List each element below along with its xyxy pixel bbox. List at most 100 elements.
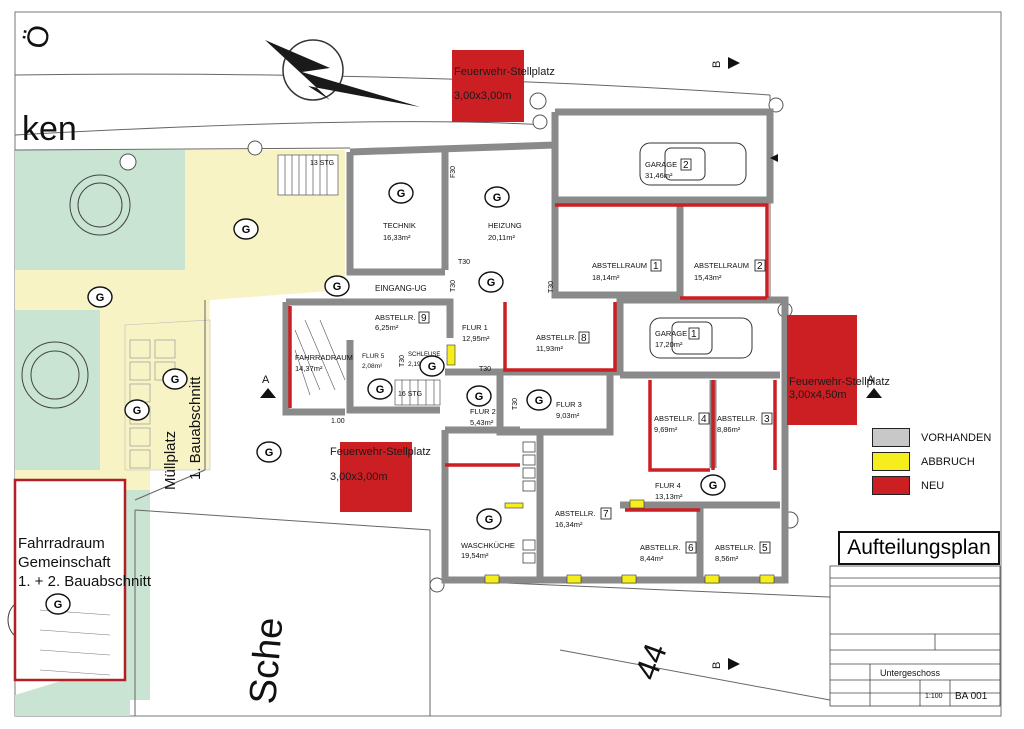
room-name-abstellr-8: ABSTELLR. xyxy=(536,333,576,342)
legend-label-neu: NEU xyxy=(921,480,945,492)
g-marker: G xyxy=(478,271,504,293)
titleblock-number: BA 001 xyxy=(955,691,988,702)
g-marker: G xyxy=(124,399,150,421)
room-area-abstellraum-2: 15,43m² xyxy=(694,273,722,282)
section-b-bottom: B xyxy=(711,662,723,669)
g-marker: G xyxy=(466,385,492,407)
g-marker: G xyxy=(526,389,552,411)
svg-text:G: G xyxy=(333,281,342,293)
door-t30-3: T30 xyxy=(450,280,457,292)
room-name-abstellr-9: ABSTELLR. xyxy=(375,313,415,322)
room-num-abstellr-7: 7 xyxy=(603,509,609,520)
fire-spot-1-label: Feuerwehr-Stellplatz xyxy=(454,66,555,78)
room-area-abstellr-6: 8,44m² xyxy=(640,554,664,563)
room-area-flur-3: 9,03m² xyxy=(556,411,580,420)
svg-text:G: G xyxy=(242,224,251,236)
room-num-abstellr-4: 4 xyxy=(701,414,707,425)
fire-spot-2 xyxy=(787,315,857,425)
room-name-abstellr-3: ABSTELLR. xyxy=(717,414,757,423)
g-marker: G xyxy=(367,378,393,400)
north-arrow-icon xyxy=(265,39,420,107)
door-t30-4: T30 xyxy=(548,281,555,293)
room-area-flur-4: 13,13m² xyxy=(655,492,683,501)
room-name-flur-2: FLUR 2 xyxy=(470,407,496,416)
door-t30-5: T30 xyxy=(399,355,406,367)
svg-text:G: G xyxy=(493,192,502,204)
site-lines xyxy=(14,73,901,716)
g-marker: G xyxy=(233,218,259,240)
bike-shed-line-1: Fahrradraum xyxy=(18,535,105,552)
fire-spot-1 xyxy=(452,50,524,122)
stairs-label-inner: 16 STG xyxy=(398,391,422,398)
bike-shed-outline xyxy=(13,478,127,682)
g-marker: G xyxy=(419,355,445,377)
room-area-technik: 16,33m² xyxy=(383,233,411,242)
fire-spot-2-size: 3,00x4,50m xyxy=(789,389,846,401)
room-name-abstellr-6: ABSTELLR. xyxy=(640,543,680,552)
room-area-abstellr-7: 16,34m² xyxy=(555,520,583,529)
g-marker: G xyxy=(87,286,113,308)
room-area-garage-2: 31,46m² xyxy=(645,171,673,180)
room-name-fahrradraum: FAHRRADRAUM xyxy=(295,353,353,362)
room-num-abstellr-5: 5 xyxy=(762,543,768,554)
room-area-flur-1: 12,95m² xyxy=(462,334,490,343)
laundry-appliances xyxy=(522,441,536,564)
room-name-flur-3: FLUR 3 xyxy=(556,400,582,409)
room-number-boxes xyxy=(418,158,773,554)
section-markers xyxy=(260,57,882,670)
room-area-abstellr-4: 9,69m² xyxy=(654,425,678,434)
g-marker: G xyxy=(324,275,350,297)
fire-spot-2-label: Feuerwehr-Stellplatz xyxy=(789,376,890,388)
fire-spot-labels: Feuerwehr-Stellplatz 3,00x3,00m Feuerweh… xyxy=(330,66,890,483)
bike-shed-line-2: Gemeinschaft xyxy=(18,554,111,571)
green-area-left xyxy=(15,310,100,470)
legend-swatch-abbruch xyxy=(872,452,910,471)
bauabschnitt-label: 1. Bauabschnitt xyxy=(187,376,204,480)
legend-swatch-vorhanden xyxy=(872,428,910,447)
legend-label-vorhanden: VORHANDEN xyxy=(921,432,992,444)
fire-spot-3-size: 3,00x3,00m xyxy=(330,471,387,483)
door-f30: F30 xyxy=(450,166,457,178)
door-t30-1: T30 xyxy=(458,259,470,266)
room-name-garage-2: GARAGE xyxy=(645,160,677,169)
fire-spot-1-size: 3,00x3,00m xyxy=(454,90,511,102)
svg-text:G: G xyxy=(54,599,63,611)
room-area-abstellr-8: 11,93m² xyxy=(536,344,563,353)
svg-text:G: G xyxy=(133,405,142,417)
door-t30-6: T30 xyxy=(512,398,519,410)
titleblock-scale: 1:100 xyxy=(925,693,943,700)
svg-text:G: G xyxy=(709,480,718,492)
room-area-garage-1: 17,20m² xyxy=(655,340,683,349)
room-num-abstellr-3: 3 xyxy=(764,414,770,425)
plan-title: Aufteilungsplan xyxy=(838,531,1000,565)
fire-spot-3 xyxy=(340,442,412,512)
stairs-label-top: 13 STG xyxy=(310,160,334,167)
room-area-abstellr-5: 8,56m² xyxy=(715,554,739,563)
room-area-flur-2: 5,43m² xyxy=(470,418,494,427)
street-label-bottom: Sche xyxy=(242,616,291,706)
muellplatz-area xyxy=(124,319,211,471)
g-markers: G G G G G G G G G G G G G G G G xyxy=(45,182,726,615)
room-area-abstellraum-1: 18,14m² xyxy=(592,273,620,282)
room-num-garage-1: 1 xyxy=(691,329,697,340)
dimension-label: 1.00 xyxy=(331,418,345,425)
room-num-abstellr-9: 9 xyxy=(421,313,427,324)
legend-label-abbruch: ABBRUCH xyxy=(921,456,975,468)
g-marker: G xyxy=(388,182,414,204)
room-area-flur-5: 2,08m² xyxy=(362,363,383,370)
g-marker: G xyxy=(162,368,188,390)
section-a-left: A xyxy=(262,374,270,386)
door-labels: T30 T30 F30 T30 T30 T30 T30 xyxy=(399,166,555,410)
room-name-abstellr-4: ABSTELLR. xyxy=(654,414,694,423)
g-marker: G xyxy=(476,508,502,530)
room-area-schleuse: 2,19m² xyxy=(408,361,429,368)
muellplatz-label: Müllplatz xyxy=(162,431,179,490)
room-area-heizung: 20,11m² xyxy=(488,233,515,242)
section-a-right: A xyxy=(867,374,875,386)
room-name-abstellraum-2: ABSTELLRAUM xyxy=(694,261,749,270)
stairs xyxy=(277,154,441,406)
room-num-abstellr-6: 6 xyxy=(688,543,694,554)
svg-text:G: G xyxy=(535,395,544,407)
